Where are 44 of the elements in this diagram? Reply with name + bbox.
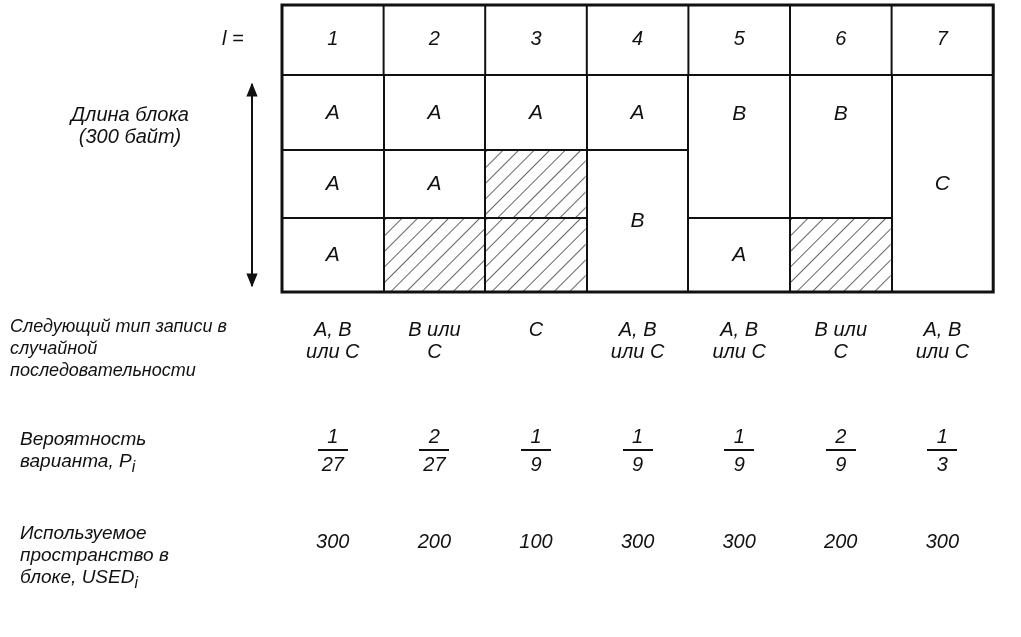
fraction-numerator: 2 (825, 425, 856, 451)
used-space-value: 300 (315, 530, 351, 552)
hatched-cell (484, 217, 588, 293)
fraction-numerator: 2 (419, 425, 450, 451)
column-number: 5 (732, 27, 746, 49)
record-type-option: A, B или C (911, 318, 974, 362)
record-type-option: C (505, 318, 567, 340)
record-type-option: A, B или C (708, 318, 771, 362)
column-number: 4 (631, 27, 645, 49)
row-heading: Используемое пространство в блоке, USED$_{i}$ (20, 522, 170, 593)
row-heading: Следующий тип записи в случайной последовательности (10, 315, 228, 381)
column-number: 2 (427, 27, 441, 49)
column-number: 7 (935, 27, 950, 49)
record-type-option: A, B или C (301, 318, 364, 362)
record-type-option: B или C (809, 318, 872, 362)
column-number: 3 (529, 27, 543, 49)
dimension-label: Длина блока (300 байт) (68, 103, 190, 147)
record-type-option: B или C (403, 318, 466, 362)
fraction-numerator: 1 (317, 425, 348, 451)
fraction-denominator: 9 (834, 453, 848, 475)
used-space-value: 300 (721, 530, 757, 552)
fraction-numerator: 1 (521, 425, 551, 451)
fraction-denominator: 9 (529, 453, 543, 475)
fraction-denominator: 9 (631, 453, 645, 475)
row-label: l = (222, 27, 245, 49)
used-space-value: 300 (619, 530, 656, 552)
hatched-cell (789, 217, 893, 293)
fraction-denominator: 3 (935, 453, 949, 475)
used-space-value: 100 (518, 530, 554, 552)
fraction-denominator: 27 (320, 453, 346, 475)
record-type-option: A, B или C (606, 318, 669, 362)
column-number: 6 (834, 27, 848, 49)
fraction-denominator: 27 (422, 453, 447, 475)
used-space-value: 200 (416, 530, 453, 552)
hatched-cell (382, 217, 487, 293)
used-space-value: 200 (823, 530, 859, 552)
column-number: 1 (326, 27, 340, 49)
used-space-value: 300 (924, 530, 961, 552)
row-heading: Вероятность варианта, P$_{i}$ (20, 428, 148, 477)
fraction-numerator: 1 (622, 425, 653, 451)
fraction-denominator: 9 (732, 453, 746, 475)
fraction-numerator: 1 (927, 425, 958, 451)
hatched-cell (484, 149, 588, 219)
fraction-numerator: 1 (724, 425, 755, 451)
